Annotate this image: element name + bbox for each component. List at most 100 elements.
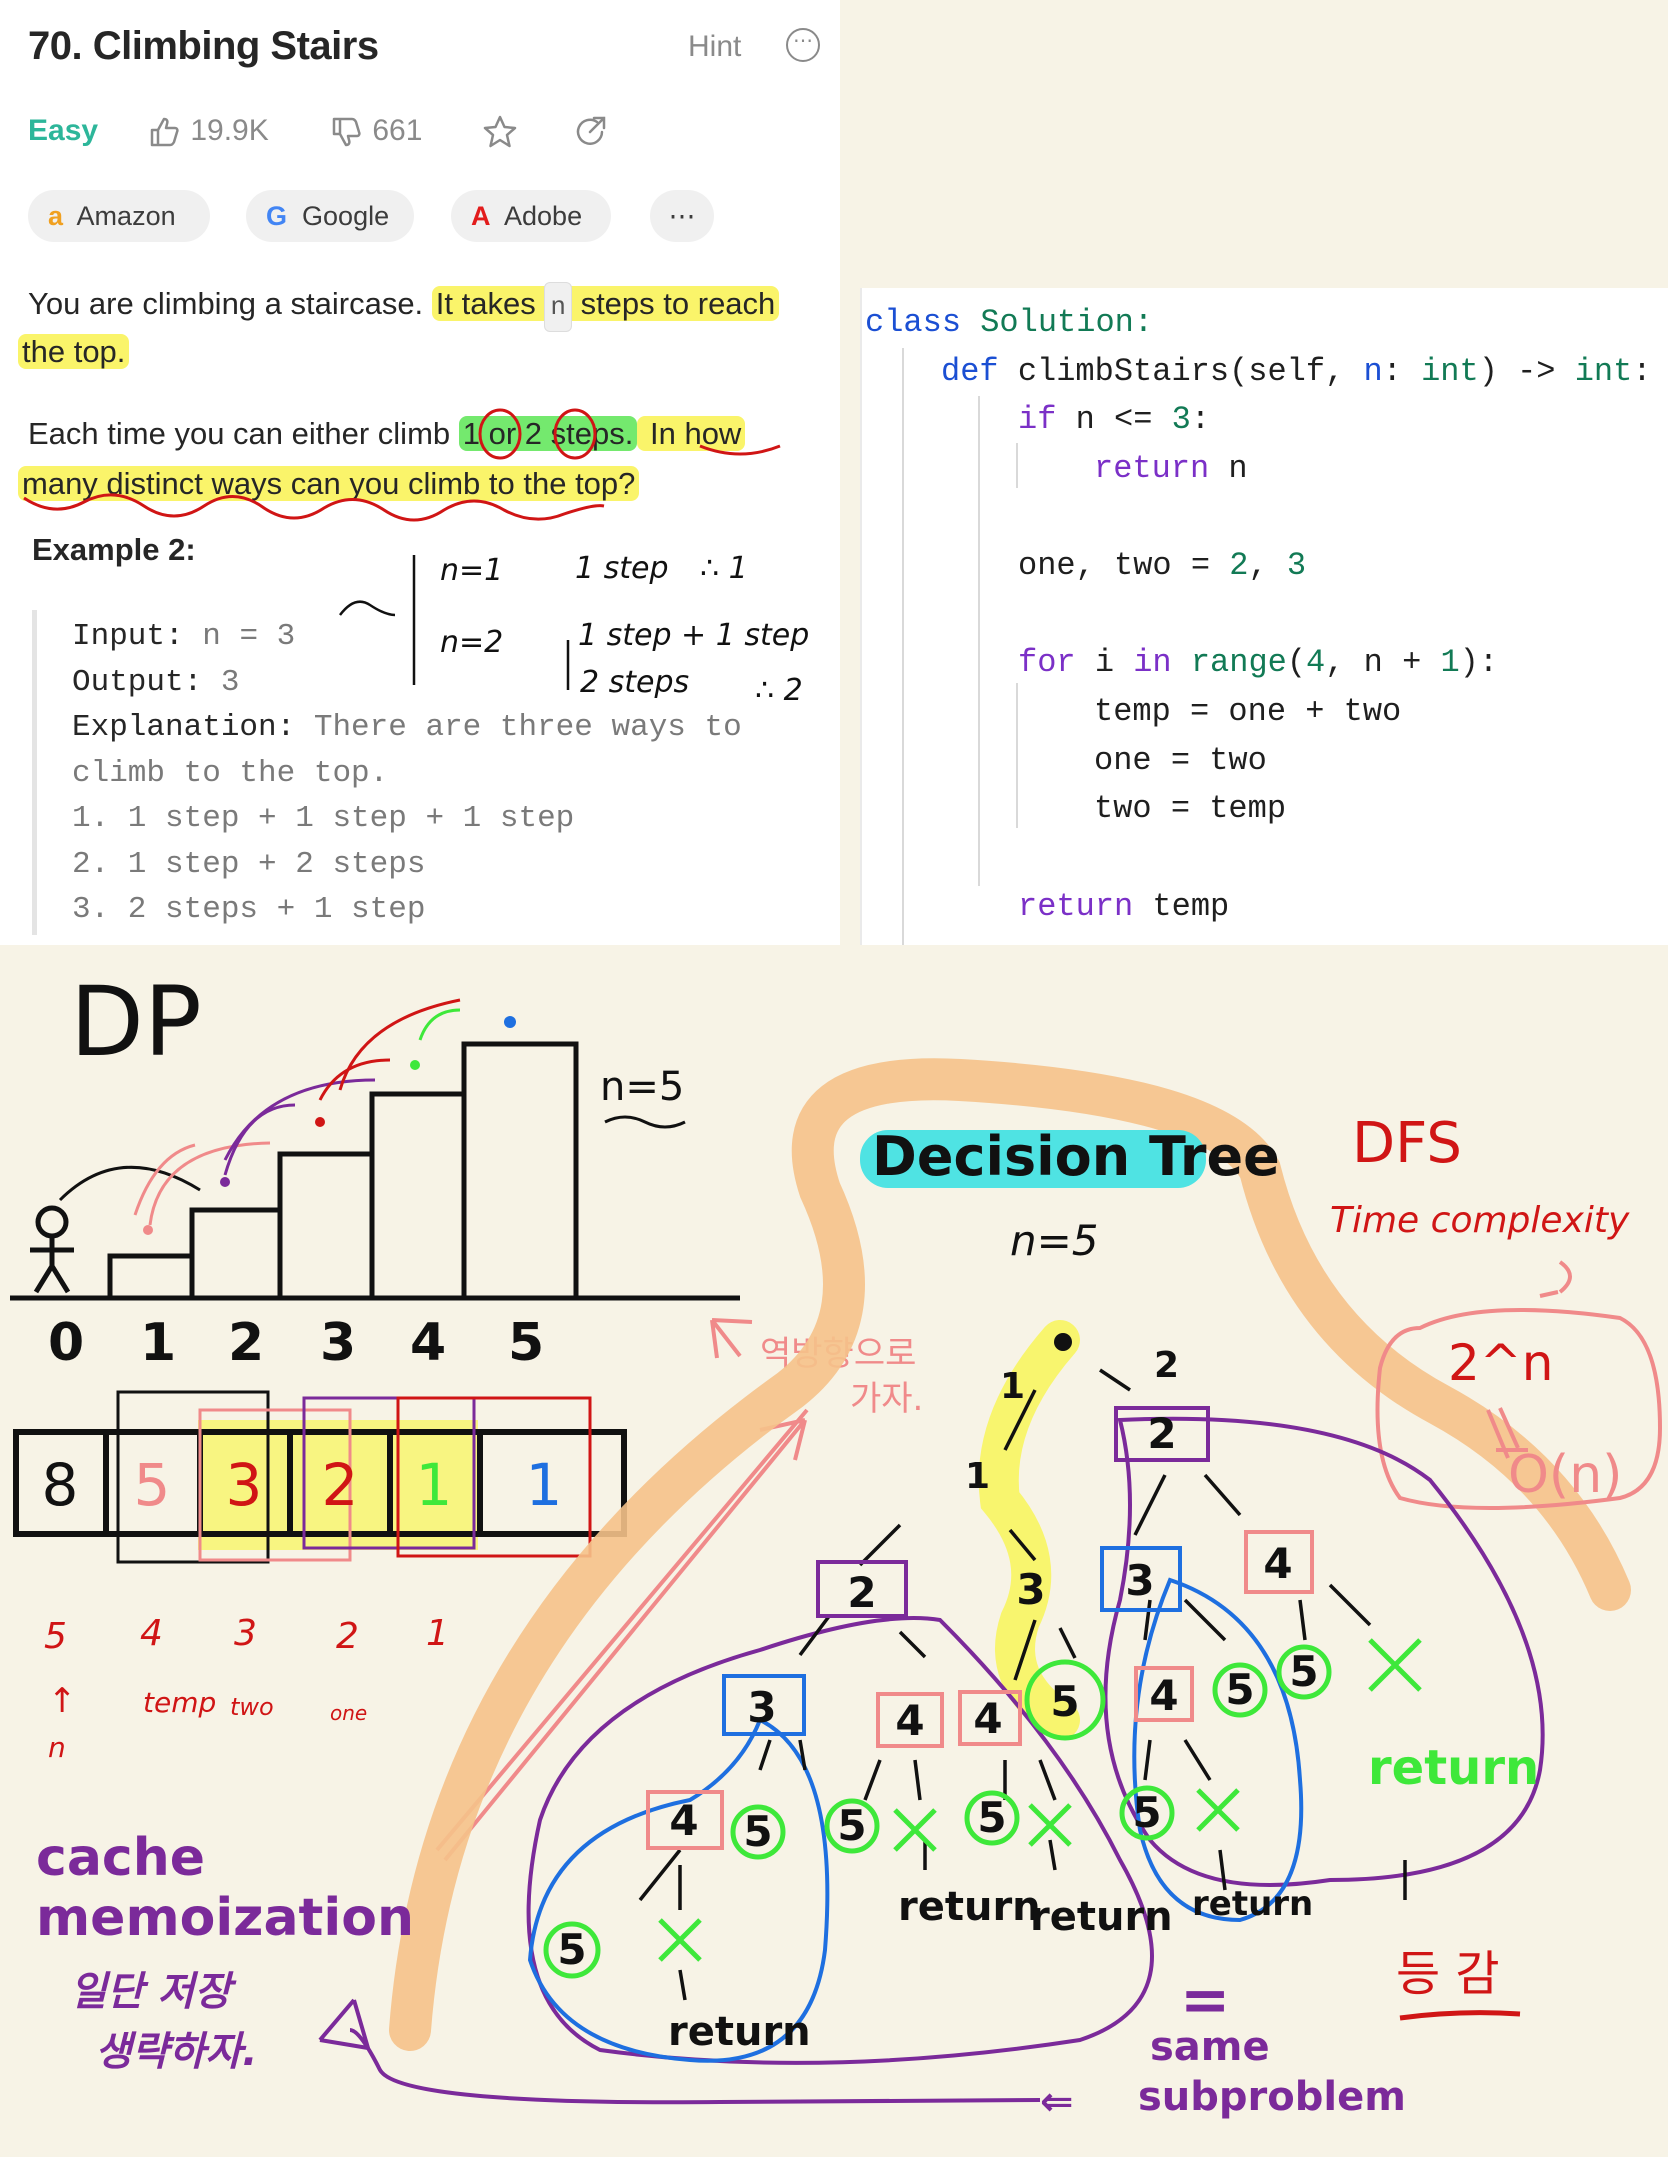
thumbs-up-icon <box>150 117 179 147</box>
node-label: 5 <box>1225 1665 1254 1714</box>
number: 2 <box>1229 547 1249 584</box>
var-label: one <box>330 1701 367 1725</box>
code-text: n <box>1363 353 1383 390</box>
jump-arrow <box>58 1165 201 1202</box>
code-text: one, two = <box>1018 547 1230 584</box>
return-label: return <box>1030 1894 1173 1940</box>
node-label: 4 <box>669 1796 698 1845</box>
complexity-box <box>1375 1308 1663 1510</box>
decision-tree-title: Decision Tree <box>872 1125 1280 1188</box>
desc-highlight: In how <box>637 416 746 451</box>
desc-text: steps to reach <box>571 286 776 321</box>
node-box <box>646 1790 724 1850</box>
node-label: 5 <box>1132 1788 1161 1837</box>
code-text: : <box>1632 353 1652 390</box>
company-tag-google[interactable]: G Google <box>246 190 414 242</box>
description-line-3: Each time you can either climb 1 or 2 st… <box>28 410 746 458</box>
node-label: 3 <box>1125 1556 1154 1605</box>
code-line: temp = one + two <box>1094 693 1402 730</box>
stick-figure-body <box>30 1236 74 1294</box>
desc-text: 1 <box>462 416 480 451</box>
node-box <box>1134 1666 1194 1722</box>
array-cell: 5 <box>134 1451 171 1519</box>
indent-guide <box>902 348 904 945</box>
desc-text: steps. <box>542 416 634 451</box>
number: 3 <box>1171 401 1191 438</box>
keyword: return <box>1018 888 1134 925</box>
array-cell: 3 <box>226 1451 263 1519</box>
n5-label: n=5 <box>600 1064 684 1110</box>
same-label: same <box>1150 2024 1270 2070</box>
like-button[interactable]: 19.9K <box>148 114 269 149</box>
type: int <box>1421 353 1479 390</box>
dislike-button[interactable]: 661 <box>330 114 422 149</box>
big-o-label: O(n) <box>1508 1445 1622 1505</box>
code-line: for i in range(4, n + 1): <box>1018 639 1498 688</box>
index-number: 3 <box>234 1613 257 1654</box>
blue-enclosure <box>527 1717 830 2063</box>
hollow-arrowhead <box>318 1998 370 2050</box>
memoization-label: memoization <box>36 1888 414 1948</box>
desc-highlight: the top. <box>18 334 130 369</box>
type: int <box>1574 353 1633 390</box>
code-line: return n <box>1094 445 1248 494</box>
green-x <box>1196 1788 1240 1832</box>
array-highlight <box>198 1420 478 1550</box>
wavy-underline <box>604 1115 686 1129</box>
green-x <box>893 1808 937 1852</box>
node-label: 4 <box>973 1694 1002 1743</box>
node-label: 3 <box>1016 1565 1045 1614</box>
jump-arrow <box>418 1008 461 1041</box>
identifier: climbStairs <box>998 353 1230 390</box>
share-icon[interactable] <box>572 114 608 150</box>
time-complexity-label: Time complexity <box>1330 1200 1630 1241</box>
node-box <box>958 1690 1022 1746</box>
node-label: 5 <box>1050 1677 1079 1726</box>
more-options-icon[interactable]: ⋯ <box>786 28 820 62</box>
star-icon[interactable] <box>482 114 518 150</box>
jump-arrow <box>223 1078 376 1161</box>
stair-number: 4 <box>410 1313 446 1373</box>
array-cell: 2 <box>322 1451 359 1519</box>
example-input: Input: n = 3 <box>72 614 742 660</box>
indent-guide <box>978 396 980 886</box>
code-text: , n + <box>1325 644 1441 681</box>
code-line: if n <= 3: <box>1018 396 1210 445</box>
example-title: Example 2: <box>32 532 196 567</box>
node-label: 4 <box>895 1696 924 1745</box>
node-circle <box>1119 1785 1175 1841</box>
tag-label: Google <box>302 201 390 231</box>
dislike-count: 661 <box>372 114 423 147</box>
stair-number: 5 <box>508 1313 544 1373</box>
company-tag-adobe[interactable]: A Adobe <box>451 190 611 242</box>
index-number: 2 <box>336 1616 359 1657</box>
inline-code-n: n <box>544 282 572 332</box>
code-editor[interactable]: class Solution: def climbStairs(self, n:… <box>860 288 1668 945</box>
more-companies-button[interactable]: ⋯ <box>650 190 714 242</box>
tree-root <box>1054 1333 1072 1351</box>
korean-note: 일단 저장 <box>70 1969 237 2015</box>
code-text: : <box>1382 353 1422 390</box>
hint-button[interactable]: Hint <box>688 30 742 63</box>
green-x <box>658 1918 702 1962</box>
keyword: if <box>1018 401 1057 438</box>
step-dot <box>220 1177 230 1187</box>
var-label: two <box>230 1693 274 1721</box>
step-dot <box>410 1060 420 1070</box>
builtin: range <box>1171 644 1287 681</box>
return-label: return <box>898 1884 1041 1930</box>
array-cell: 8 <box>42 1451 79 1519</box>
n-label: n <box>48 1731 66 1764</box>
description-line-1: You are climbing a staircase. It takes n… <box>28 280 780 332</box>
identifier: Solution: <box>961 304 1154 341</box>
edge-label: 1 <box>965 1456 990 1497</box>
desc-text: It takes <box>435 286 545 321</box>
company-tag-amazon[interactable]: a Amazon <box>28 190 210 242</box>
node-label: 2 <box>847 1568 876 1617</box>
description-line-2: the top. <box>18 328 130 376</box>
pink-arrow <box>710 1318 753 1359</box>
keyword: return <box>1094 450 1210 487</box>
keyword: class <box>865 304 962 341</box>
stair-number: 3 <box>320 1313 356 1373</box>
description-line-4: many distinct ways can you climb to the … <box>18 460 640 508</box>
